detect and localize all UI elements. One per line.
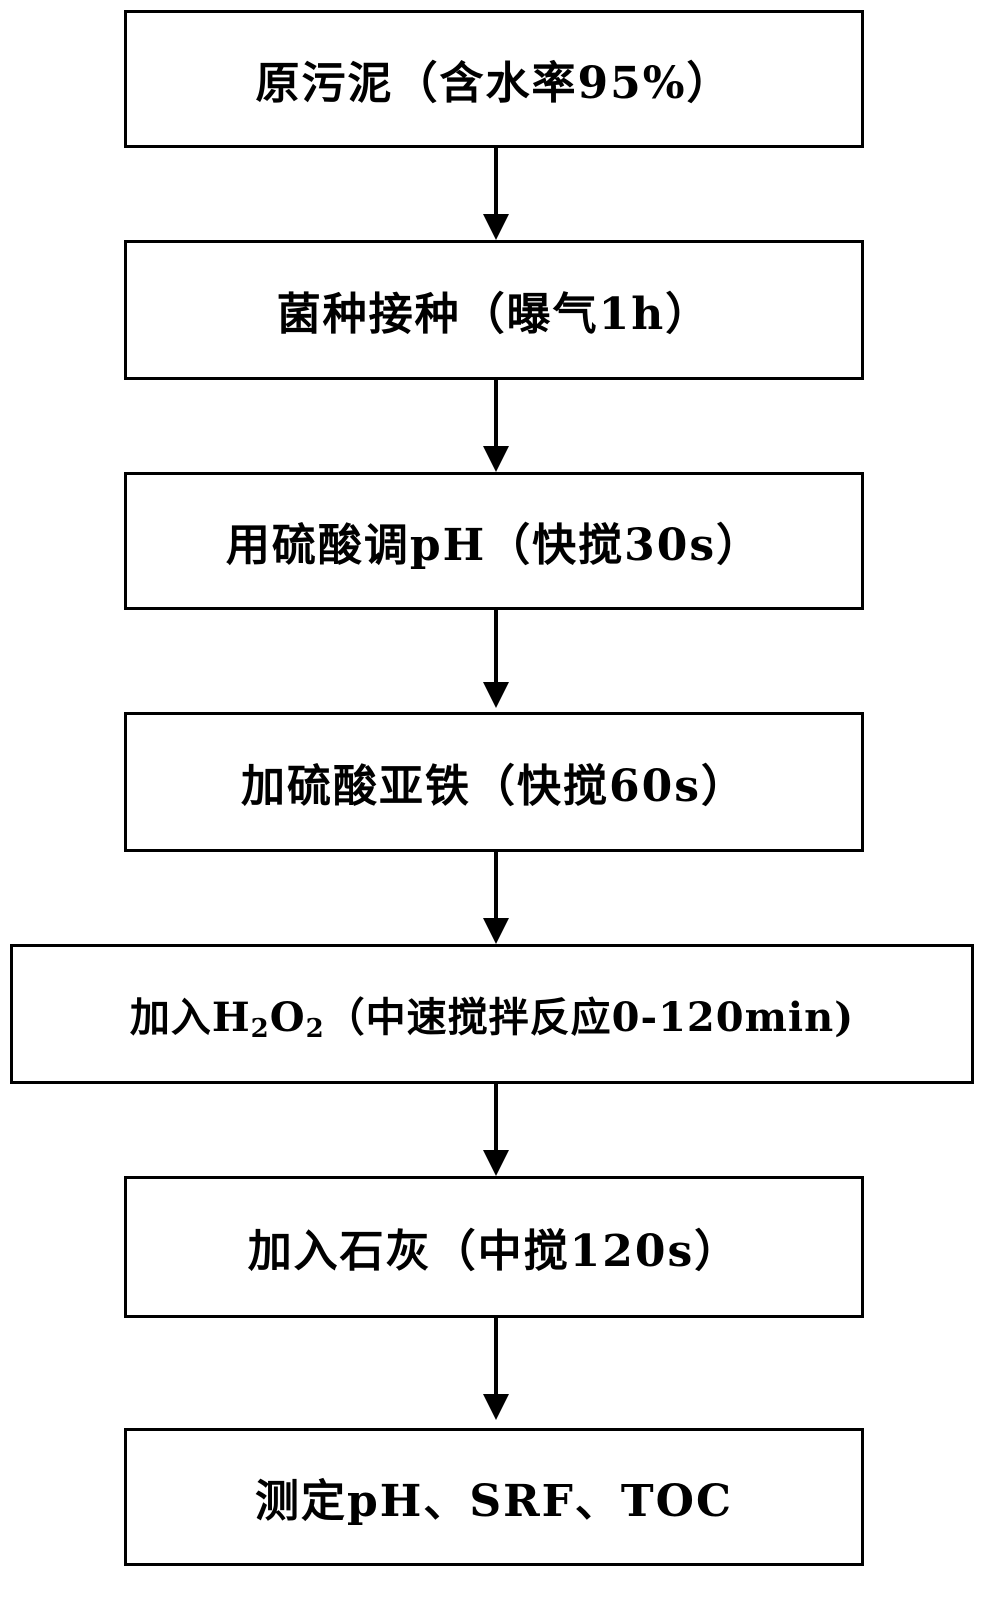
step-adjust-ph: 用硫酸调pH（快搅30s）	[124, 472, 864, 610]
arrow-2-head	[483, 446, 509, 472]
step-ferrous-sulfate: 加硫酸亚铁（快搅60s）	[124, 712, 864, 852]
step-add-h2o2-label: 加入H2O2（中速搅拌反应0-120min)	[130, 985, 854, 1044]
arrow-4-line	[494, 852, 498, 922]
arrow-6-head	[483, 1394, 509, 1420]
h2o2-prefix: 加入H	[129, 993, 251, 1041]
step-inoculation-label: 菌种接种（曝气1h）	[276, 289, 712, 340]
arrow-6-line	[494, 1318, 498, 1398]
step-add-lime: 加入石灰（中搅120s）	[124, 1176, 864, 1318]
h2o2-sub-2: 2	[305, 1013, 325, 1044]
arrow-3-line	[494, 610, 498, 686]
step-add-h2o2: 加入H2O2（中速搅拌反应0-120min)	[10, 944, 974, 1084]
h2o2-sub-1: 2	[250, 1013, 270, 1044]
step-add-lime-label: 加入石灰（中搅120s）	[247, 1226, 741, 1277]
h2o2-mid: O	[269, 993, 306, 1041]
step-measure-label: 测定pH、SRF、TOC	[254, 1476, 733, 1527]
step-measure: 测定pH、SRF、TOC	[124, 1428, 864, 1566]
arrow-5-line	[494, 1084, 498, 1154]
arrow-4-head	[483, 918, 509, 944]
arrow-1-head	[483, 214, 509, 240]
arrow-5-head	[483, 1150, 509, 1176]
step-adjust-ph-label: 用硫酸调pH（快搅30s）	[225, 520, 763, 571]
arrow-1-line	[494, 148, 498, 218]
step-raw-sludge-label: 原污泥（含水率95%）	[255, 58, 733, 109]
arrow-2-line	[494, 380, 498, 450]
step-inoculation: 菌种接种（曝气1h）	[124, 240, 864, 380]
step-ferrous-sulfate-label: 加硫酸亚铁（快搅60s）	[240, 761, 747, 812]
h2o2-suffix: （中速搅拌反应0-120min)	[324, 993, 855, 1041]
step-raw-sludge: 原污泥（含水率95%）	[124, 10, 864, 148]
arrow-3-head	[483, 682, 509, 708]
